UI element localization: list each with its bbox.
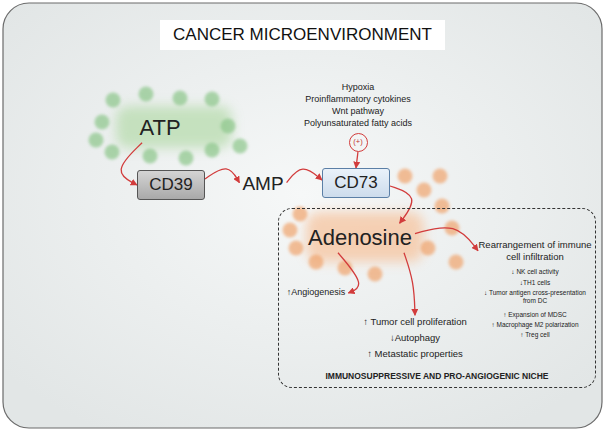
adenosine-molecule: [309, 255, 324, 270]
title-text: CANCER MICROENVIRONMENT: [173, 25, 432, 45]
adenosine-molecule: [435, 199, 450, 214]
node-text: IMMUNOSUPPRESSIVE AND PRO-ANGIOGENIC NIC…: [279, 371, 595, 382]
plus-circle: (+): [349, 133, 368, 152]
atp-molecule: [106, 93, 121, 108]
reaction-arrow: [390, 186, 412, 223]
node-text-line: ↑ Metastatic properties: [363, 348, 466, 360]
node-text-line: Polyunsaturated fatty acids: [304, 117, 412, 129]
adenosine-molecule: [368, 267, 383, 282]
reaction-arrow: [287, 169, 322, 183]
reaction-arrow: [338, 253, 359, 293]
node-text-line: ↑ Macrophage M2 polarization: [478, 321, 592, 329]
atp-molecule: [221, 119, 236, 134]
node-text: (+): [353, 137, 362, 146]
enzyme-box: CD39: [137, 170, 205, 200]
atp-glow: [116, 106, 232, 148]
atp-molecule: [205, 143, 220, 158]
reaction-arrow: [205, 169, 239, 183]
atp-molecule: [139, 87, 154, 102]
adenosine-molecule: [433, 169, 448, 184]
node-text-line: Proinflammatory cytokines: [304, 93, 412, 105]
node-text: ↑ Tumor cell proliferation: [363, 316, 466, 328]
node-text-line: ↑ Treg cell: [478, 331, 592, 339]
adenosine-label: Adenosine: [305, 223, 415, 253]
atp-molecule: [89, 133, 104, 148]
reaction-arrow: [404, 253, 415, 315]
node-text-line: ↑ Expansion of MDSC: [478, 311, 592, 319]
adenosine-molecule: [449, 255, 464, 270]
atp-molecule: [179, 151, 194, 166]
adenosine-molecule: [398, 169, 413, 184]
adenosine-glow: [306, 212, 424, 262]
reaction-arrow: [356, 152, 358, 169]
atp-molecule: [143, 149, 158, 164]
adenosine-molecule: [421, 241, 436, 256]
node-text: CD39: [149, 174, 192, 195]
atp-molecule: [233, 139, 248, 154]
outer-panel: [3, 3, 602, 428]
stimuli-list: HypoxiaProinflammatory cytokinesWnt path…: [301, 80, 415, 130]
node-text-line: ↓ Tumor antigen cross-presentation from …: [478, 289, 592, 305]
node-text: ↑Angiogenesis: [287, 287, 346, 298]
atp-molecule: [95, 115, 110, 130]
adenosine-molecule: [417, 183, 432, 198]
amp-label: AMP: [239, 171, 286, 197]
adenosine-molecule: [283, 223, 298, 238]
enzyme-box: CD73: [322, 168, 390, 198]
node-text-line: Wnt pathway: [304, 105, 412, 117]
node-text: Hypoxia: [304, 81, 412, 93]
atp-label: ATP: [136, 113, 183, 143]
node-text: CD73: [334, 172, 377, 193]
title-box: CANCER MICROENVIRONMENT: [160, 20, 445, 50]
node-text: ATP: [139, 114, 180, 142]
atp-molecule: [173, 91, 188, 106]
effect-label: ↑Angiogenesis: [284, 286, 349, 299]
node-text: AMP: [242, 172, 283, 196]
node-text-line: ↓TH1 cells: [478, 279, 592, 287]
immune-list: Rearrangement of immune cell infiltratio…: [478, 239, 592, 340]
atp-molecule: [105, 145, 120, 160]
node-text-line: ↓Autophagy: [363, 332, 466, 344]
molecule-dots: [89, 87, 464, 282]
node-text: Adenosine: [308, 224, 412, 252]
niche-region: IMMUNOSUPPRESSIVE AND PRO-ANGIOGENIC NIC…: [278, 208, 596, 388]
node-text-line: ↓ NK cell activity: [478, 268, 592, 276]
adenosine-molecule: [289, 241, 304, 256]
atp-molecule: [205, 92, 220, 107]
node-text: Rearrangement of immune cell infiltratio…: [478, 239, 592, 263]
reaction-arrow: [415, 228, 478, 251]
effect-list: ↑ Tumor cell proliferation ↓Autophagy ↑ Me…: [360, 315, 469, 361]
